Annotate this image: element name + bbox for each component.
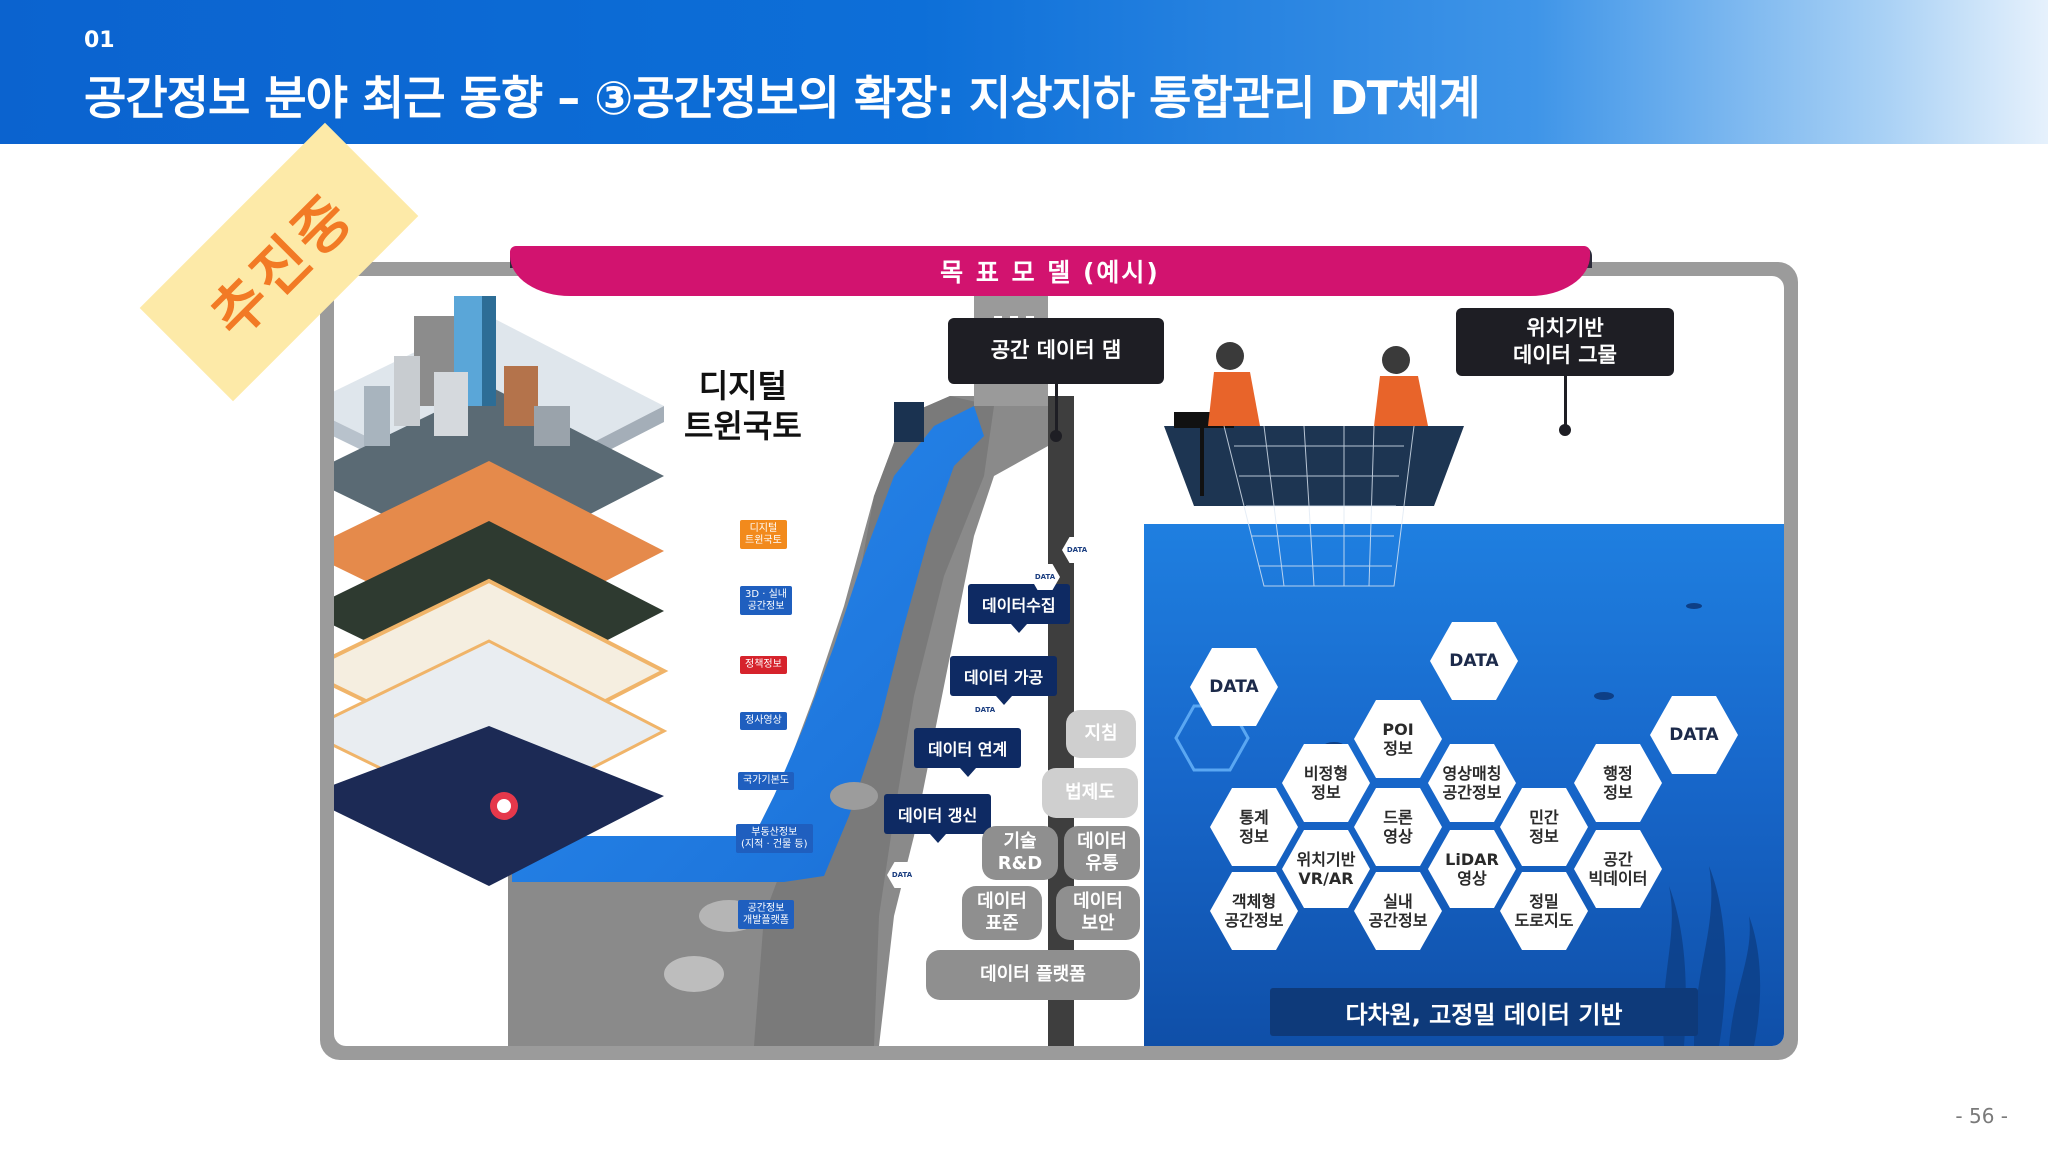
box-law: 법제도 xyxy=(1042,768,1138,818)
box-data-standard: 데이터 표준 xyxy=(962,886,1042,940)
tag-data-collection: 데이터수집 xyxy=(968,584,1070,633)
digital-twin-label-line2: 트윈국토 xyxy=(684,407,802,445)
digital-twin-label: 디지털 트윈국토 xyxy=(684,366,802,446)
city-layers xyxy=(334,316,669,886)
digital-twin-label-line1: 디지털 xyxy=(698,367,788,405)
page-title: 공간정보 분야 최근 동향 – ③공간정보의 확장: 지상지하 통합관리 DT체… xyxy=(84,71,1481,125)
dam-callout-dot xyxy=(1050,430,1062,442)
header-bar: 01 공간정보 분야 최근 동향 – ③공간정보의 확장: 지상지하 통합관리 … xyxy=(0,0,2048,144)
layer-tag-ortho-image: 정사영상 xyxy=(740,712,787,730)
box-data-standard-line2: 표준 xyxy=(985,913,1019,934)
box-data-standard-line1: 데이터 xyxy=(977,890,1027,912)
net-callout-line2: 데이터 그물 xyxy=(1513,343,1617,367)
river-flow xyxy=(512,406,984,882)
box-data-flow-line1: 데이터 xyxy=(1077,830,1127,852)
spatial-data-dam-callout: 공간 데이터 댐 xyxy=(948,318,1164,384)
layer-tag-policy: 정책정보 xyxy=(740,656,787,674)
target-model-banner: 목 표 모 델 (예시) xyxy=(510,246,1590,296)
box-data-security-line1: 데이터 xyxy=(1073,890,1123,912)
layer-tag-real-estate: 부동산정보 (지적 · 건물 등) xyxy=(736,824,813,853)
box-tech-rd-line2: R&D xyxy=(997,853,1043,874)
location-data-net-callout: 위치기반 데이터 그물 xyxy=(1456,308,1674,376)
diagram-canvas xyxy=(334,276,1784,1046)
box-data-security: 데이터 보안 xyxy=(1056,886,1140,940)
section-number: 01 xyxy=(84,28,115,53)
net-callout-stem xyxy=(1564,376,1567,428)
box-data-platform: 데이터 플랫폼 xyxy=(926,950,1140,1000)
layer-tag-3d-indoor: 3D · 실내 공간정보 xyxy=(740,586,792,615)
box-tech-rd-line1: 기술 xyxy=(1003,830,1037,852)
page-number: - 56 - xyxy=(1955,1104,2008,1128)
layer-tag-digital-twin: 디지털 트윈국토 xyxy=(740,520,787,549)
multidim-data-bar: 다차원, 고정밀 데이터 기반 xyxy=(1270,988,1698,1036)
box-data-flow: 데이터 유통 xyxy=(1064,826,1140,880)
net-callout-line1: 위치기반 xyxy=(1526,315,1604,340)
city-buildings xyxy=(364,296,570,446)
tag-data-update: 데이터 갱신 xyxy=(884,794,992,843)
box-guideline: 지침 xyxy=(1066,710,1136,758)
layer-tag-national-map: 국가기본도 xyxy=(738,772,794,790)
layer-tag-dev-platform: 공간정보 개발플랫폼 xyxy=(738,900,794,929)
box-tech-rd: 기술 R&D xyxy=(982,826,1058,880)
tag-data-linkage: 데이터 연계 xyxy=(914,728,1022,777)
dam-callout-stem xyxy=(1055,384,1058,434)
box-data-security-line2: 보안 xyxy=(1081,913,1115,934)
fishing-boat xyxy=(1164,342,1464,506)
box-data-flow-line2: 유통 xyxy=(1085,853,1119,874)
tag-data-processing: 데이터 가공 xyxy=(950,656,1058,705)
net-callout-dot xyxy=(1559,424,1571,436)
fishing-net xyxy=(1223,425,1415,587)
